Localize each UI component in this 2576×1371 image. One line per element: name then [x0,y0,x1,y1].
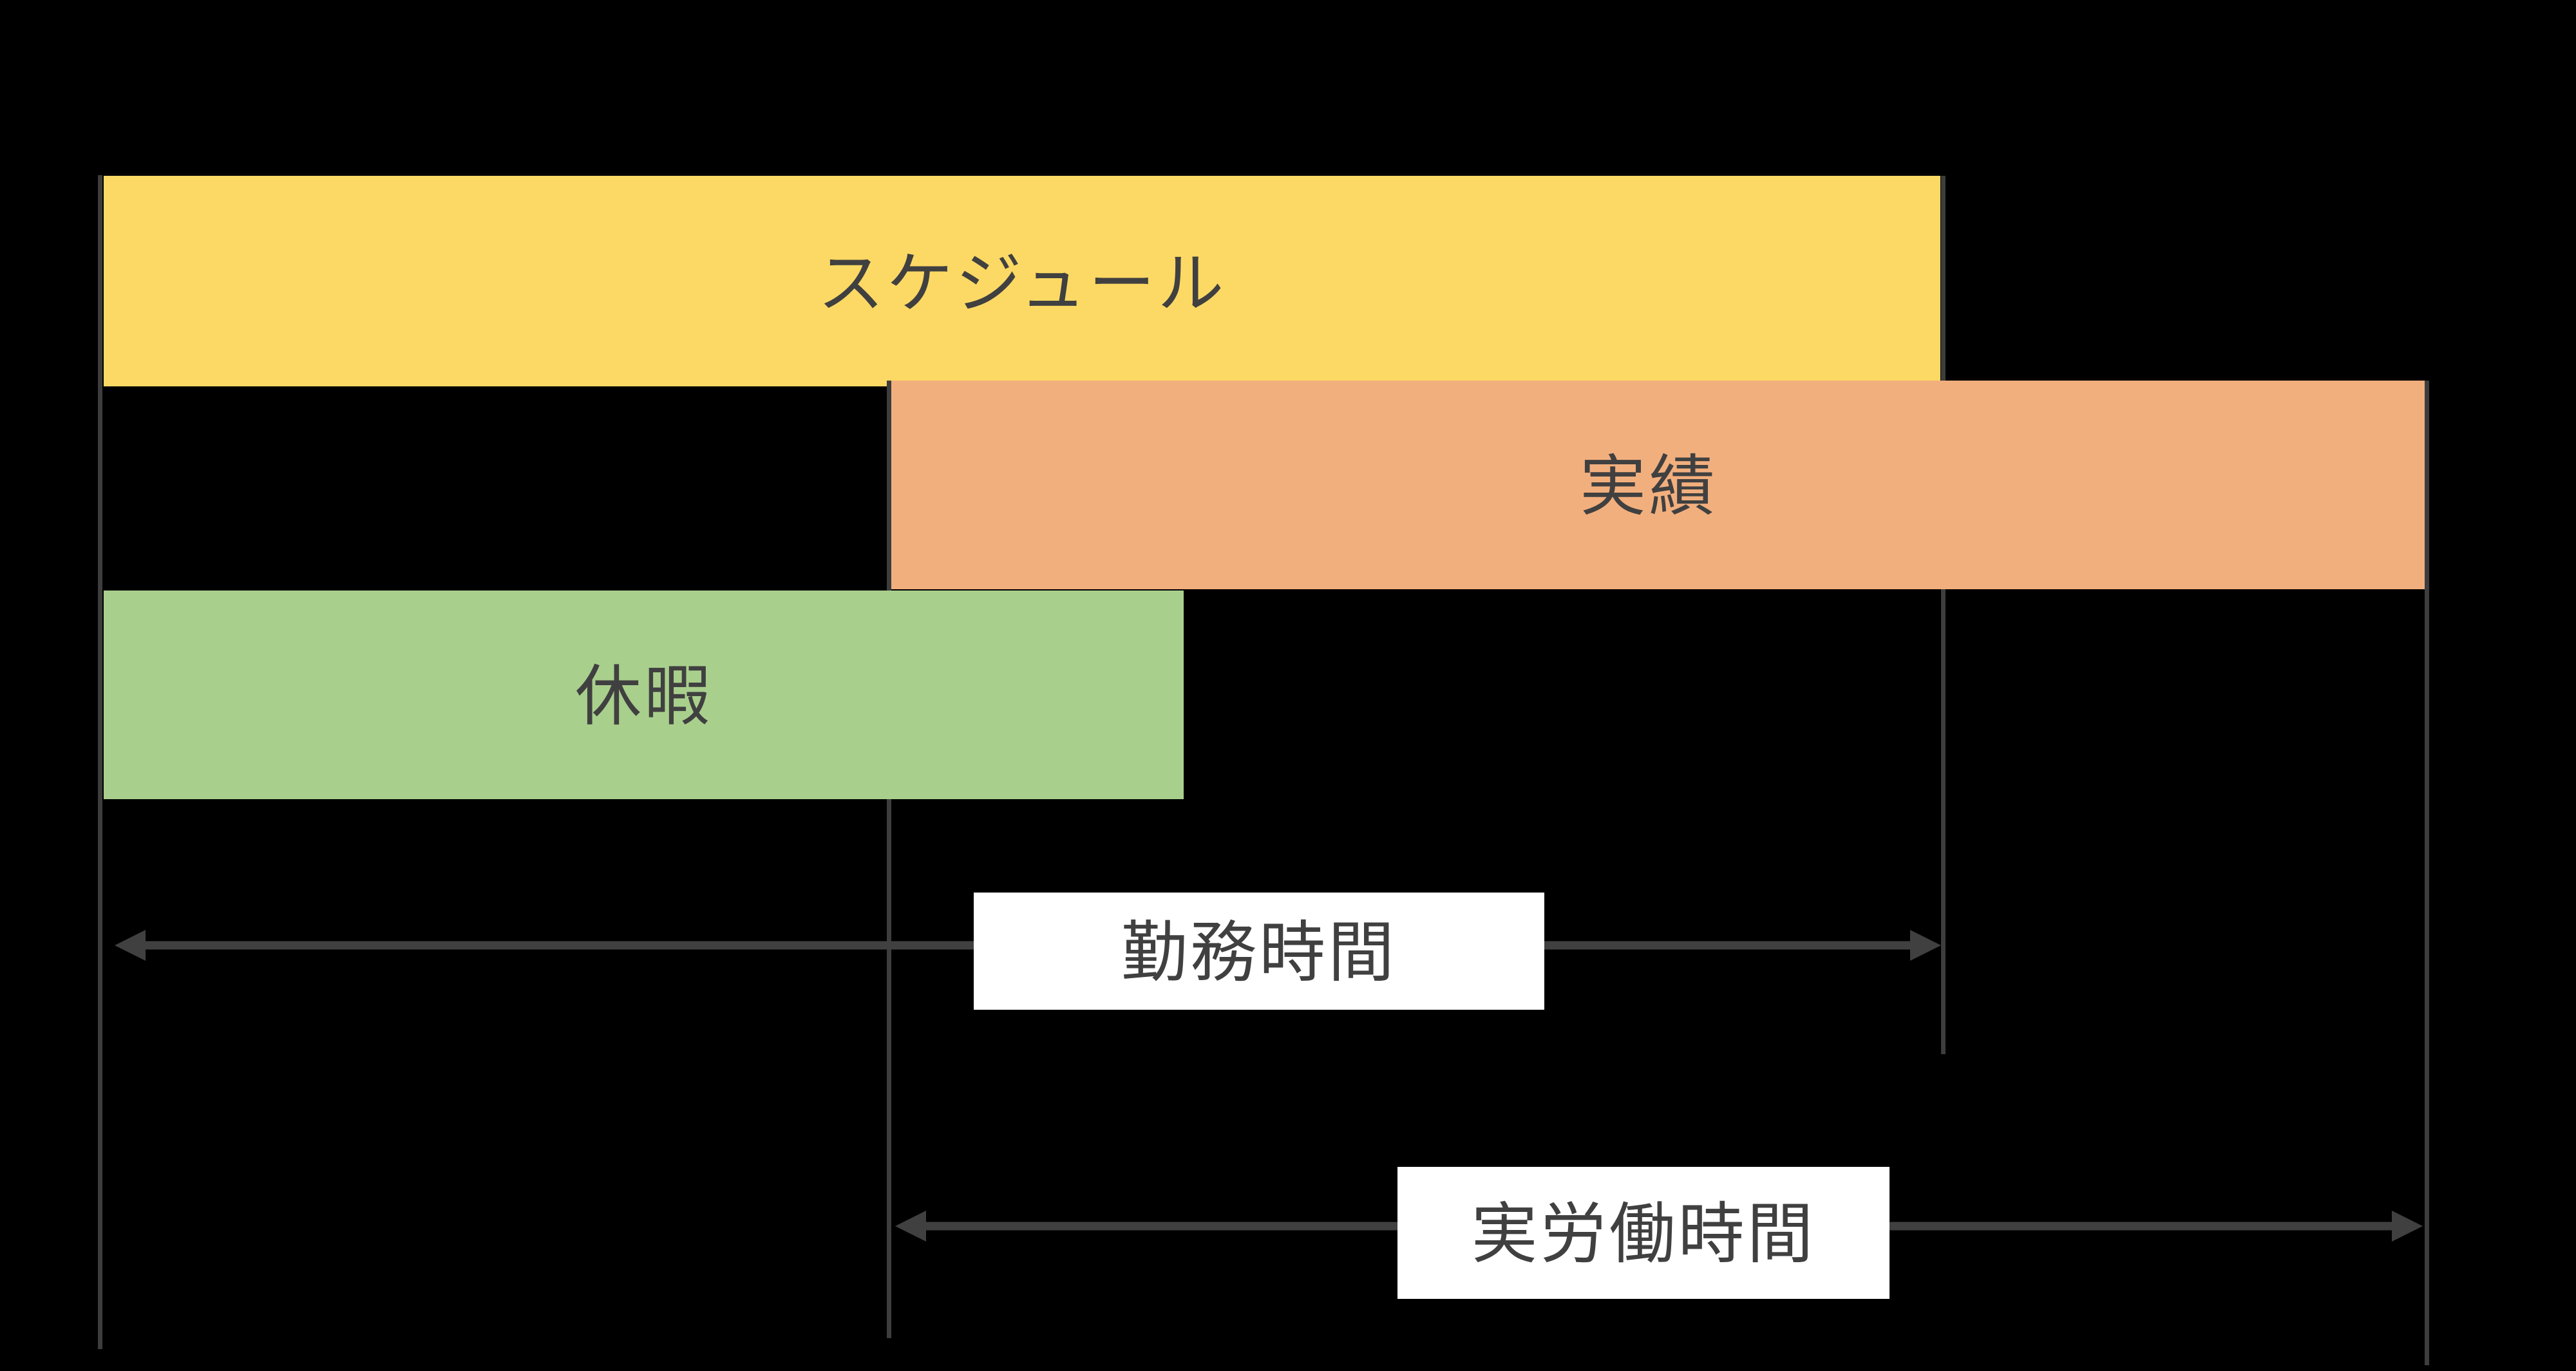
actual-work-hours-label: 実労働時間 [1472,1197,1816,1271]
vacation-bar-label: 休暇 [575,659,713,733]
actual-work-hours-arrow-right-head [2392,1211,2423,1242]
schedule-bar [104,176,1940,386]
work-hours-arrow-left-head [115,930,146,961]
actual-bar-label: 実績 [1580,449,1718,524]
vacation-bar [104,591,1184,799]
actual-bar [889,381,2427,589]
schedule-bar-label: スケジュール [818,247,1227,321]
work-hours-arrow-right-head [1910,930,1941,961]
work-hours-label-box [974,893,1544,1010]
actual-work-hours-arrow-left-head [895,1211,926,1242]
work-hours-label: 勤務時間 [1121,916,1397,990]
actual-work-hours-label-box [1397,1167,1889,1299]
